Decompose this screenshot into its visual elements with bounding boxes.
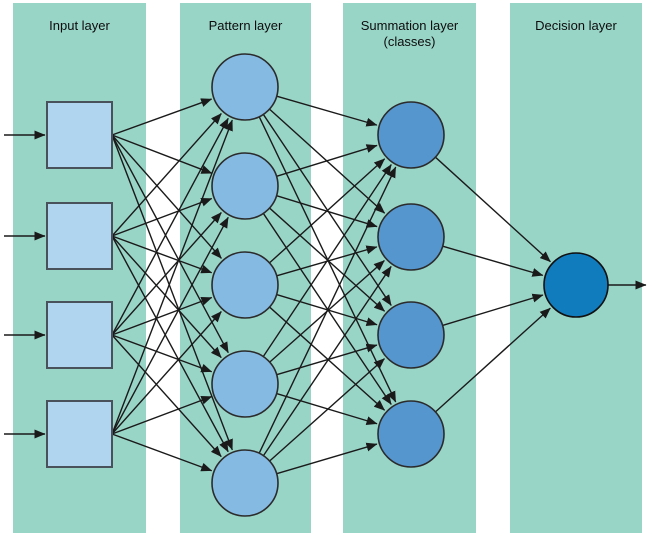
connection-arrow xyxy=(269,358,385,462)
connection-arrow xyxy=(111,212,222,336)
summation-node-1 xyxy=(377,101,445,169)
connection-arrow xyxy=(434,156,551,263)
connection-arrow xyxy=(111,216,229,435)
pattern-node-1 xyxy=(211,53,279,121)
connection-arrow xyxy=(262,266,392,457)
input-node-2 xyxy=(46,202,113,270)
connection-arrow xyxy=(111,235,213,274)
connection-arrow xyxy=(111,395,213,435)
connection-arrow xyxy=(111,134,222,259)
edges xyxy=(4,95,647,475)
connection-arrow xyxy=(111,113,222,237)
summation-node-4 xyxy=(377,400,445,468)
connection-arrow xyxy=(442,293,544,327)
connection-arrow xyxy=(111,334,213,373)
connection-arrow xyxy=(111,296,213,336)
pattern-node-3 xyxy=(211,251,279,319)
connection-arrow xyxy=(111,134,229,354)
connection-arrow xyxy=(276,144,378,177)
connection-arrow xyxy=(111,197,213,237)
pattern-node-5 xyxy=(211,449,279,517)
summation-node-3 xyxy=(377,301,445,369)
summation-node-2 xyxy=(377,203,445,271)
connection-arrow xyxy=(276,343,378,376)
connection-arrow xyxy=(276,442,378,475)
connection-arrow xyxy=(111,98,213,136)
connection-arrow xyxy=(258,166,397,454)
connection-arrow xyxy=(111,134,213,174)
connection-arrow xyxy=(276,293,378,327)
connection-arrow xyxy=(442,245,544,277)
connection-arrow xyxy=(111,433,213,472)
connection-arrow xyxy=(111,334,222,458)
pattern-node-2 xyxy=(211,152,279,220)
connection-arrow xyxy=(111,311,222,435)
decision-node-1 xyxy=(543,252,609,318)
connection-arrow xyxy=(111,119,233,435)
connection-arrow xyxy=(262,164,392,357)
connection-arrow xyxy=(276,392,378,426)
pattern-node-4 xyxy=(211,350,279,418)
connection-arrow xyxy=(111,235,229,453)
input-node-4 xyxy=(46,400,113,468)
connection-arrow xyxy=(269,158,386,264)
connection-arrow xyxy=(269,306,386,411)
connection-arrow xyxy=(111,134,233,451)
input-node-1 xyxy=(46,101,113,169)
connection-arrow xyxy=(111,235,222,359)
connection-arrow xyxy=(111,117,229,336)
connection-arrow xyxy=(435,307,551,413)
input-node-3 xyxy=(46,301,113,369)
connection-arrow xyxy=(276,95,378,127)
nodes xyxy=(46,53,609,517)
